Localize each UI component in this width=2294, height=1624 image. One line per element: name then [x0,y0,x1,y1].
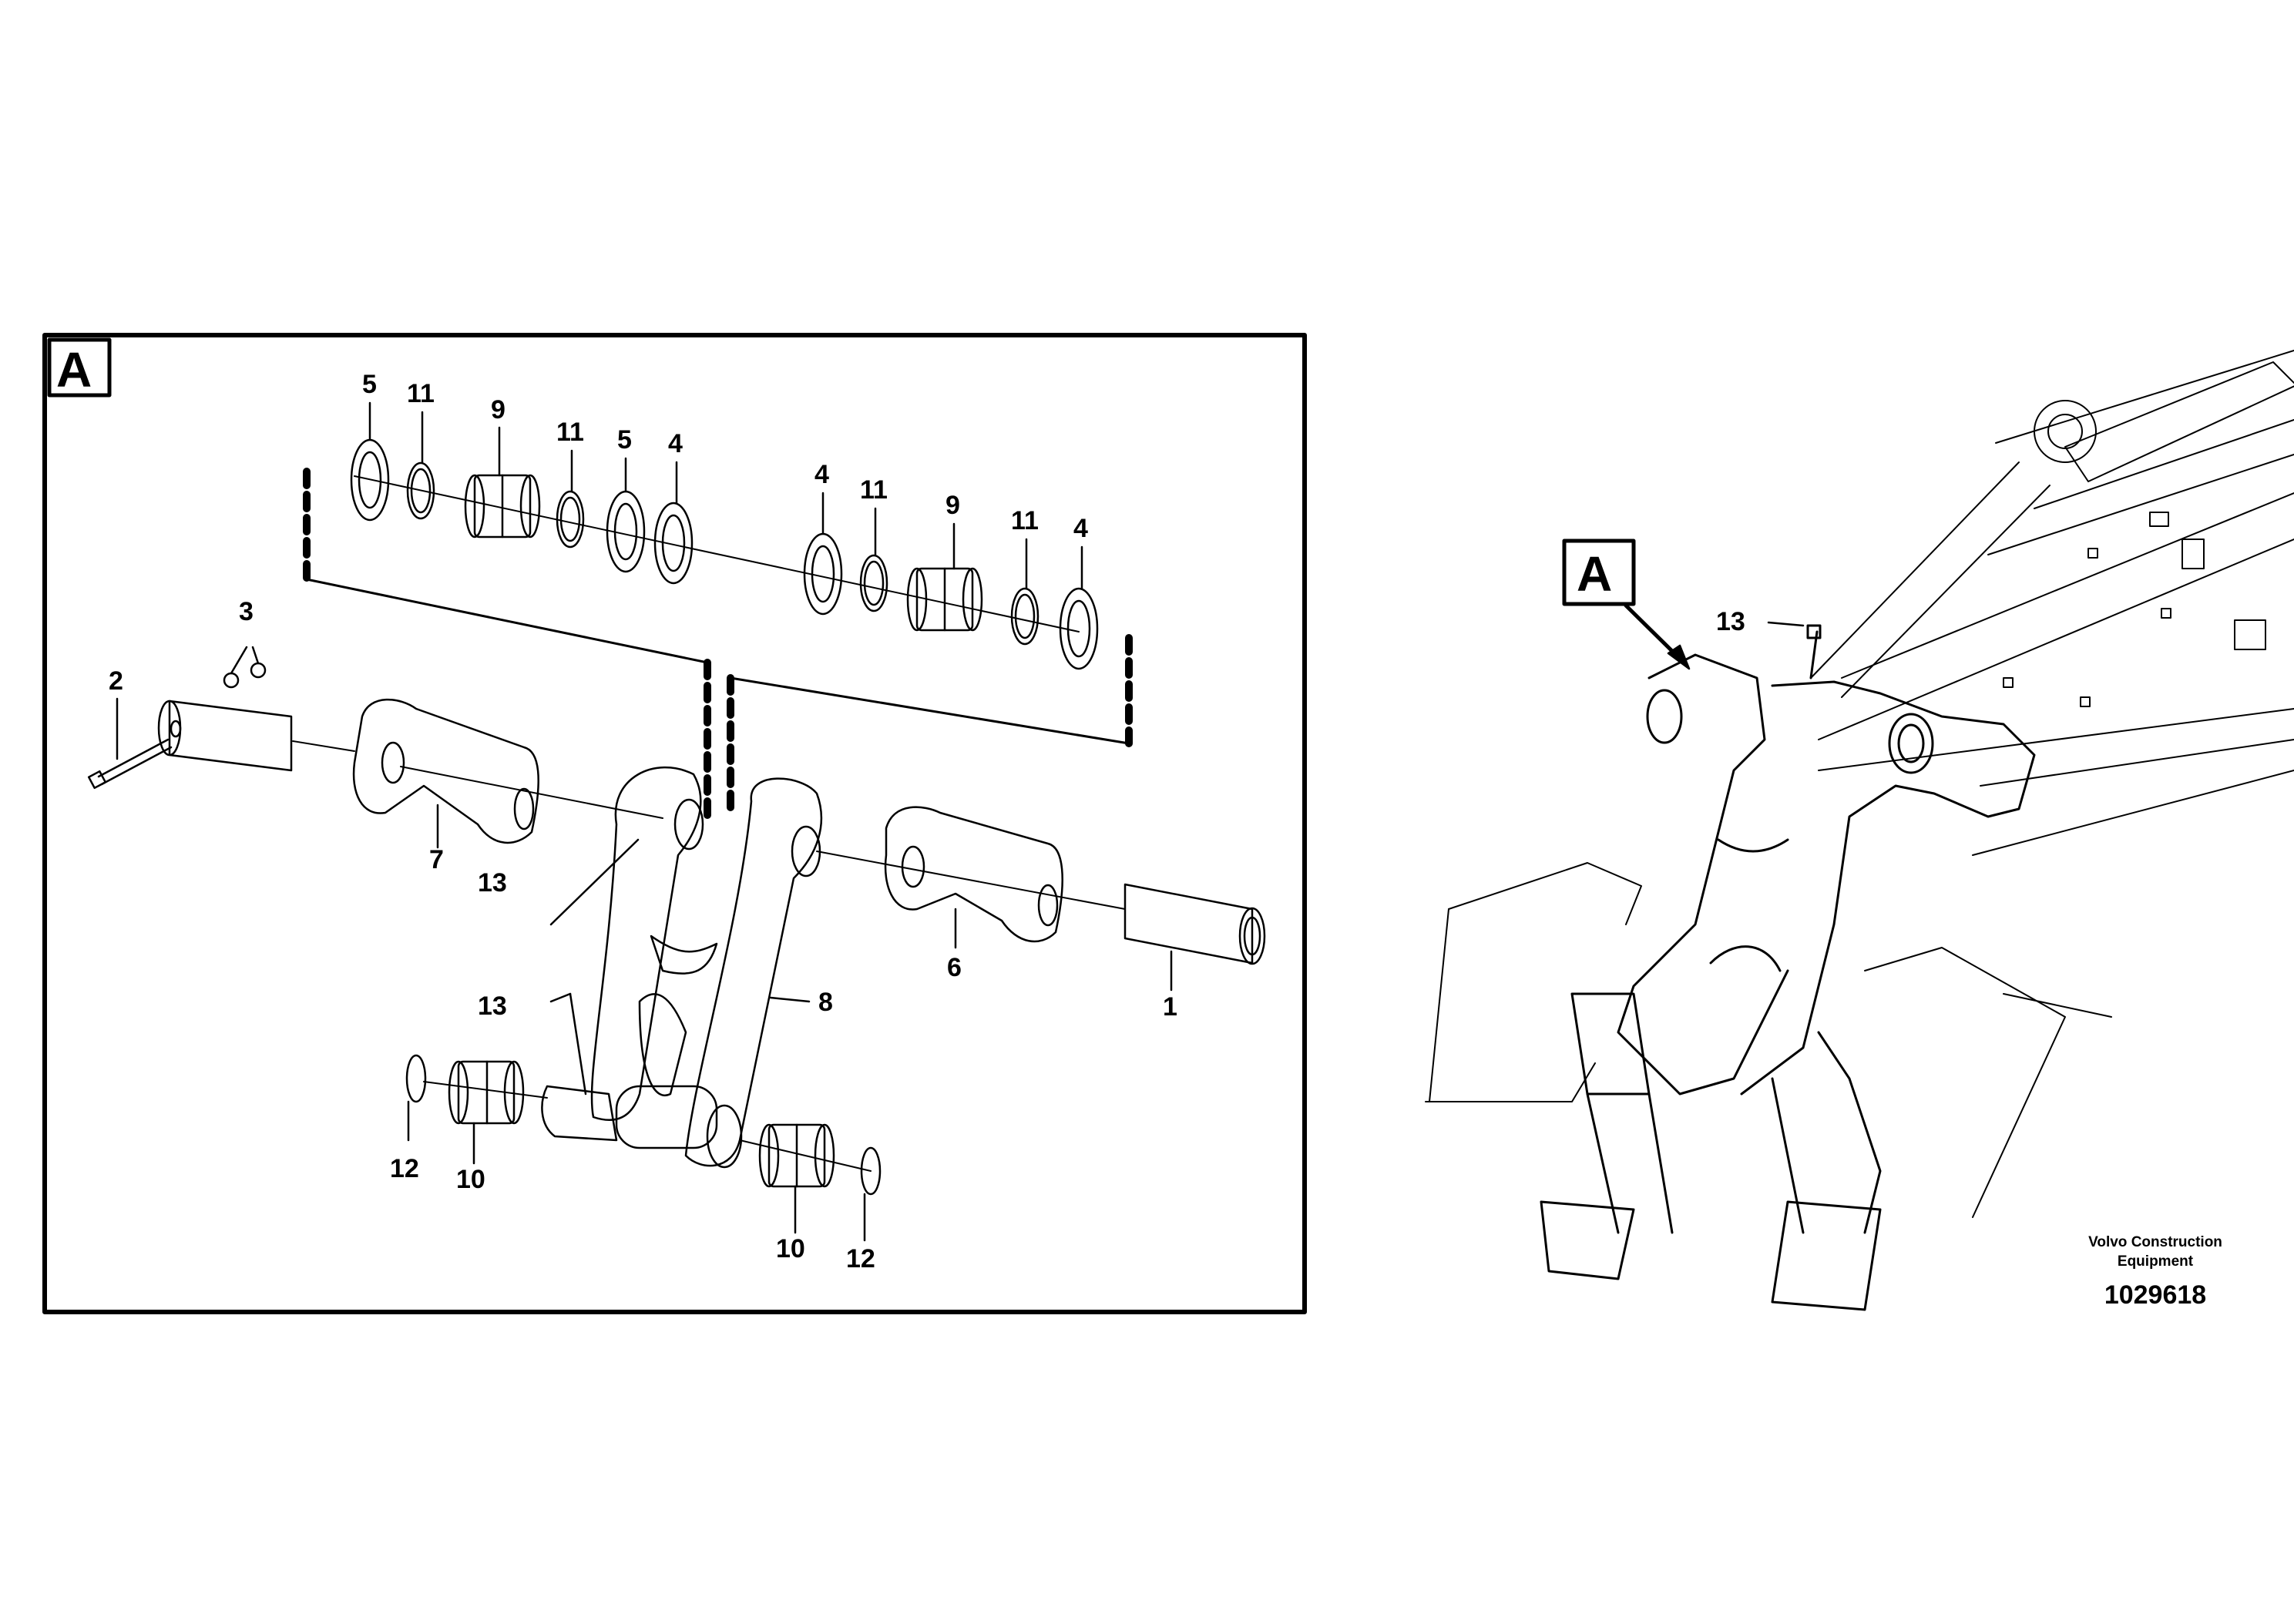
cylinder [1810,361,2294,698]
bushing-10-left [448,1060,525,1125]
detail-tag-box [47,337,112,398]
callout-11: 11 [407,379,435,408]
bushing-10-right [758,1123,835,1188]
brand-line-2: Equipment [2118,1253,2194,1270]
ring-12-right [860,1146,882,1196]
overview-tag-box [1562,539,1636,606]
callout-5: 5 [617,425,632,455]
callout-10: 10 [776,1234,805,1263]
spacer-7 [352,698,539,844]
callout-3: 3 [239,597,254,626]
detail-tag-label: A [56,342,92,398]
callout-4: 4 [668,429,683,458]
overview-callout-13: 13 [1716,607,1745,636]
callout-13: 13 [478,992,507,1021]
seal-11-right-b [1010,587,1040,646]
small-blocks [2003,512,2266,707]
figure-number: 1029618 [2104,1280,2206,1310]
callout-7: 7 [429,845,444,874]
ring-12-left [405,1054,427,1103]
callout-12: 12 [846,1244,875,1273]
callout-6: 6 [947,953,962,982]
overview-tag-label: A [1577,546,1612,602]
callout-1: 1 [1163,992,1177,1022]
callout-2: 2 [109,666,123,696]
callout-5: 5 [362,370,377,399]
callout-11: 11 [860,475,888,505]
bushing-9-right [906,567,983,632]
callout-10: 10 [456,1165,485,1194]
bucket [1425,862,2112,1218]
callout-13: 13 [478,868,507,898]
spacer-6 [884,806,1063,943]
seal-11-left-b [556,490,585,549]
bushing-9-left [464,474,541,539]
pin-left [157,700,293,772]
callout-12: 12 [390,1154,419,1183]
group-bracket [303,468,1133,820]
callout-11: 11 [556,418,584,447]
link-arm-8 [541,767,823,1169]
callout-9: 9 [945,491,960,520]
callout-9: 9 [491,395,505,424]
washer-4-right [1059,587,1099,670]
callout-11: 11 [1011,506,1039,535]
brand-line-1: Volvo Construction [2088,1234,2222,1250]
washer-4-left [653,502,694,585]
detail-frame [42,333,1307,1314]
seal-11-right-a [859,554,888,612]
callout-4: 4 [1073,514,1088,543]
boom [1818,350,2294,856]
seal-11-left-a [406,461,435,520]
callout-8: 8 [818,988,833,1017]
grease-nipples-3 [223,646,267,689]
quick-coupler-overview [1540,624,2036,1311]
bolt-2 [87,738,173,790]
pin-right [1123,883,1266,965]
callout-4: 4 [814,460,829,489]
